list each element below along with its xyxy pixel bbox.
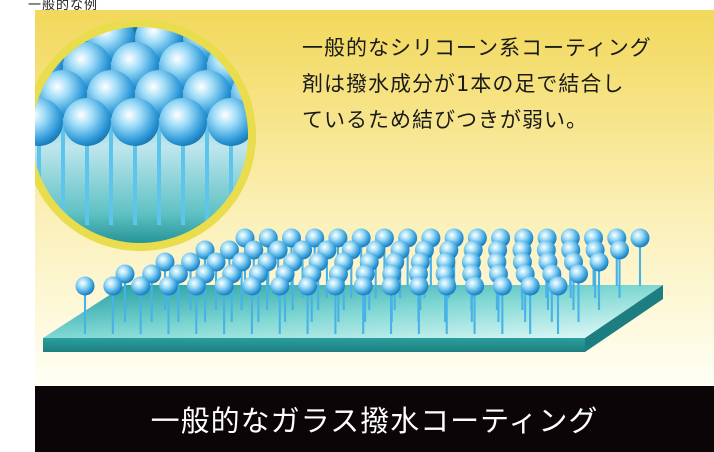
- description-line-3: ているため結びつきが弱い。: [302, 108, 588, 132]
- top-caption: 一般的な例: [28, 0, 99, 13]
- coating-illustration: [35, 10, 714, 386]
- banner-title: 一般的なガラス撥水コーティング: [150, 404, 599, 438]
- title-banner: 一般的なガラス撥水コーティング: [35, 386, 714, 452]
- description-line-2: 剤は撥水成分が1本の足で結合し: [302, 72, 625, 96]
- illustration-panel: [35, 10, 714, 386]
- glass-plate-icon: [43, 285, 663, 352]
- water-repellent-molecule-icon: [75, 228, 650, 334]
- description-line-1: 一般的なシリコーン系コーティング: [302, 36, 652, 60]
- magnified-view-icon: [35, 19, 256, 251]
- description-text: 一般的なシリコーン系コーティング 剤は撥水成分が1本の足で結合し ているため結び…: [302, 30, 702, 138]
